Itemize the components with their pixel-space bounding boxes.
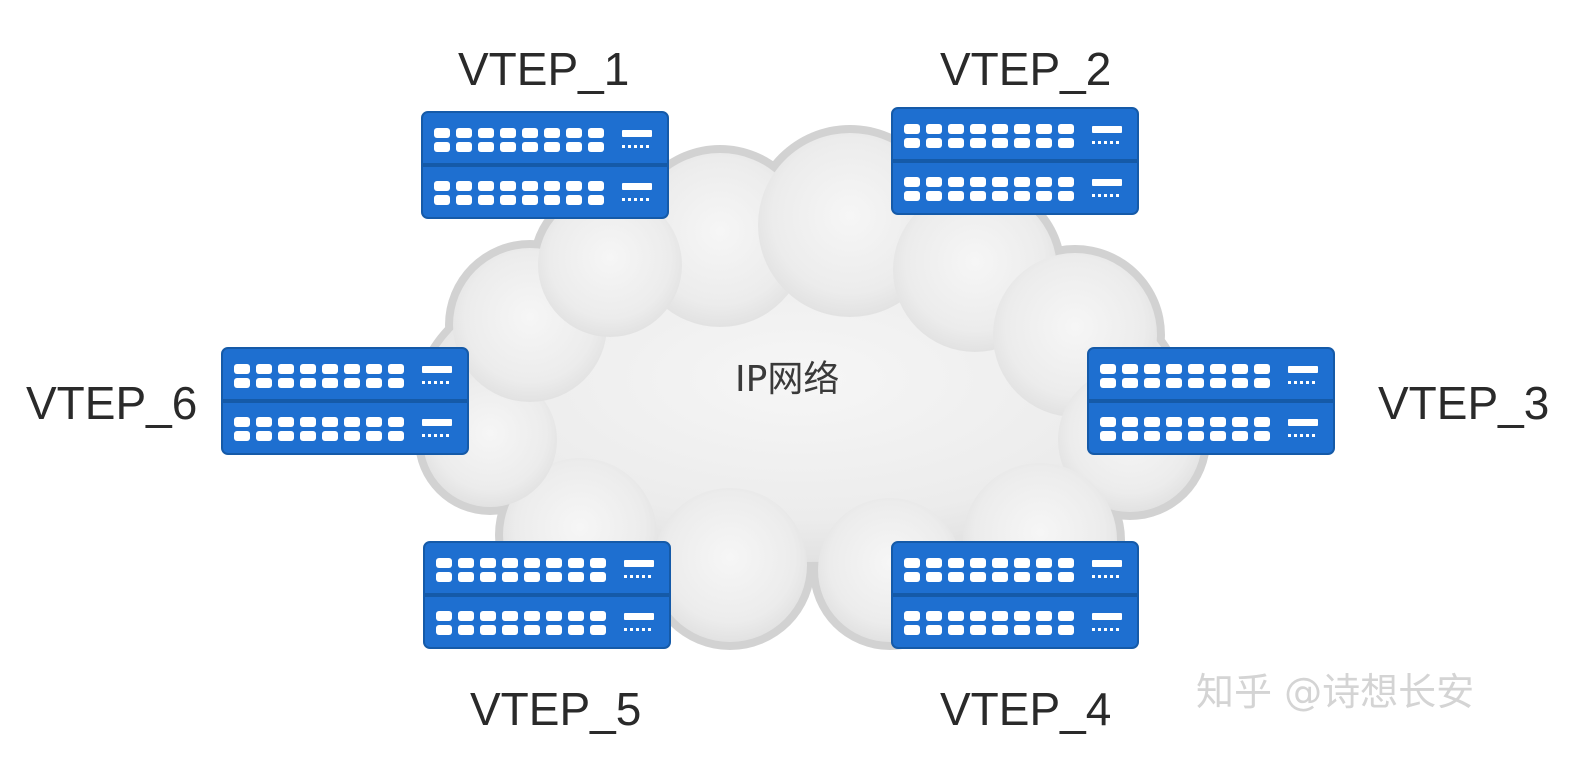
switch-icon bbox=[221, 347, 469, 455]
vtep-6-label: VTEP_6 bbox=[26, 377, 198, 429]
switch-icon bbox=[423, 541, 671, 649]
switch-icon bbox=[891, 541, 1139, 649]
switch-icon bbox=[891, 107, 1139, 215]
vtep-5-label: VTEP_5 bbox=[470, 683, 642, 735]
vtep-2-label: VTEP_2 bbox=[940, 43, 1112, 95]
switch-icon bbox=[421, 111, 669, 219]
vtep-3-label: VTEP_3 bbox=[1378, 377, 1550, 429]
vtep-4-label: VTEP_4 bbox=[940, 683, 1112, 735]
vtep-1-label: VTEP_1 bbox=[458, 43, 630, 95]
switch-icon bbox=[1087, 347, 1335, 455]
watermark-text: 知乎 @诗想长安 bbox=[1196, 670, 1475, 714]
ip-network-label: IP网络 bbox=[735, 359, 840, 400]
